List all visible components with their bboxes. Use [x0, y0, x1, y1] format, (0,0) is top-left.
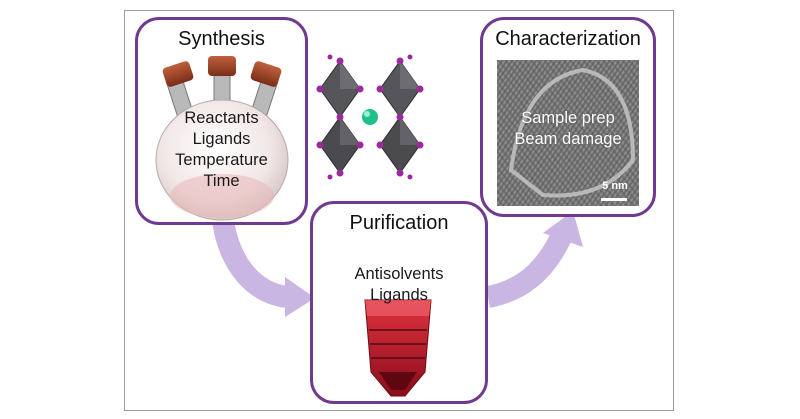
characterization-title: Characterization — [495, 28, 641, 50]
tem-micrograph — [497, 60, 639, 206]
centrifuge-vial — [364, 299, 432, 397]
parameter-ligands: Ligands — [370, 286, 428, 304]
parameter-temperature: Temperature — [175, 151, 268, 169]
synthesis-title: Synthesis — [178, 28, 265, 50]
consideration-sample-prep: Sample prep — [521, 109, 615, 127]
synthesis-parameters: Reactants Ligands Temperature Time — [138, 108, 305, 192]
perovskite-structure — [316, 54, 424, 180]
arrow-purification-to-characterization — [485, 211, 583, 308]
purification-panel: Purification Antisolvents Ligands — [310, 201, 488, 404]
parameter-antisolvents: Antisolvents — [354, 265, 444, 283]
purification-parameters: Antisolvents Ligands — [313, 264, 485, 306]
scale-bar — [601, 198, 627, 201]
parameter-reactants: Reactants — [184, 109, 259, 127]
illustration-layer — [212, 54, 583, 317]
arrow-synthesis-to-purification — [212, 218, 315, 317]
synthesis-panel: Synthesis Reactants Ligands Temperature … — [135, 17, 308, 225]
scale-bar-label: 5 nm — [602, 180, 628, 192]
round-bottom-flask — [155, 56, 289, 221]
characterization-panel: Characterization Sample prep Beam damage… — [480, 17, 656, 217]
consideration-beam-damage: Beam damage — [514, 130, 622, 148]
parameter-time: Time — [203, 172, 240, 190]
characterization-considerations: Sample prep Beam damage — [483, 108, 653, 150]
parameter-ligands: Ligands — [192, 130, 251, 148]
figure-frame: Synthesis Reactants Ligands Temperature … — [124, 10, 674, 411]
purification-title: Purification — [349, 212, 449, 234]
